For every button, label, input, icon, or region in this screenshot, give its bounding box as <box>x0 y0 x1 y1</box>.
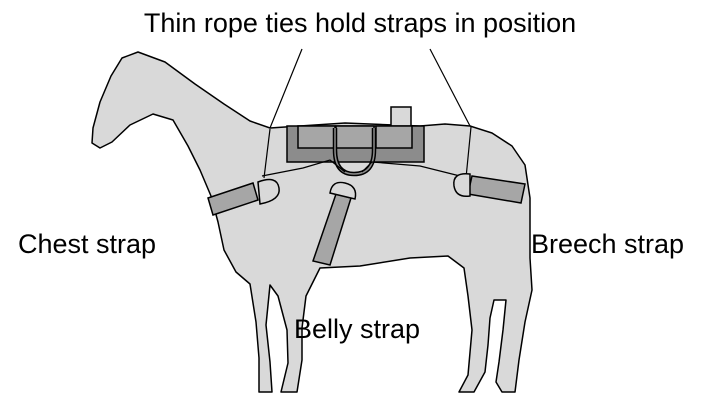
leader-line-left <box>270 49 302 128</box>
breech-strap-buckle <box>454 174 470 197</box>
belly-strap-label: Belly strap <box>294 316 420 343</box>
chest-strap-label: Chest strap <box>18 231 156 258</box>
saddle-left-panel <box>298 126 335 148</box>
leader-line-right <box>430 49 470 126</box>
rope-ties-label: Thin rope ties hold straps in position <box>0 10 720 37</box>
saddle-center-panel <box>336 126 374 148</box>
saddle-top-block <box>391 107 411 127</box>
breech-strap-label: Breech strap <box>531 231 684 258</box>
saddle-right-panel <box>376 126 412 148</box>
